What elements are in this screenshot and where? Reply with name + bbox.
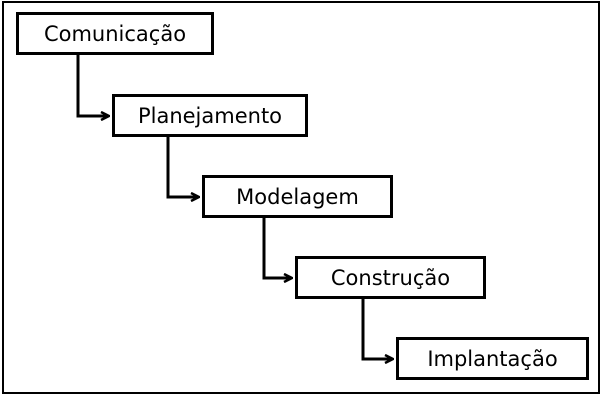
stage-implantacao: Implantação — [396, 337, 589, 380]
stage-modelagem: Modelagem — [202, 175, 393, 218]
stage-label: Planejamento — [137, 103, 283, 128]
connector-arrow-1 — [76, 55, 108, 116]
connector-arrow-4 — [361, 299, 392, 359]
stage-planejamento: Planejamento — [112, 94, 308, 137]
connector-arrow-2 — [166, 137, 198, 197]
stage-construcao: Construção — [295, 256, 486, 299]
stage-label: Comunicação — [43, 21, 187, 46]
stage-comunicacao: Comunicação — [16, 12, 214, 55]
connector-arrow-3 — [262, 218, 291, 278]
stage-label: Modelagem — [236, 184, 359, 209]
stage-label: Construção — [330, 265, 451, 290]
stage-label: Implantação — [427, 346, 558, 371]
